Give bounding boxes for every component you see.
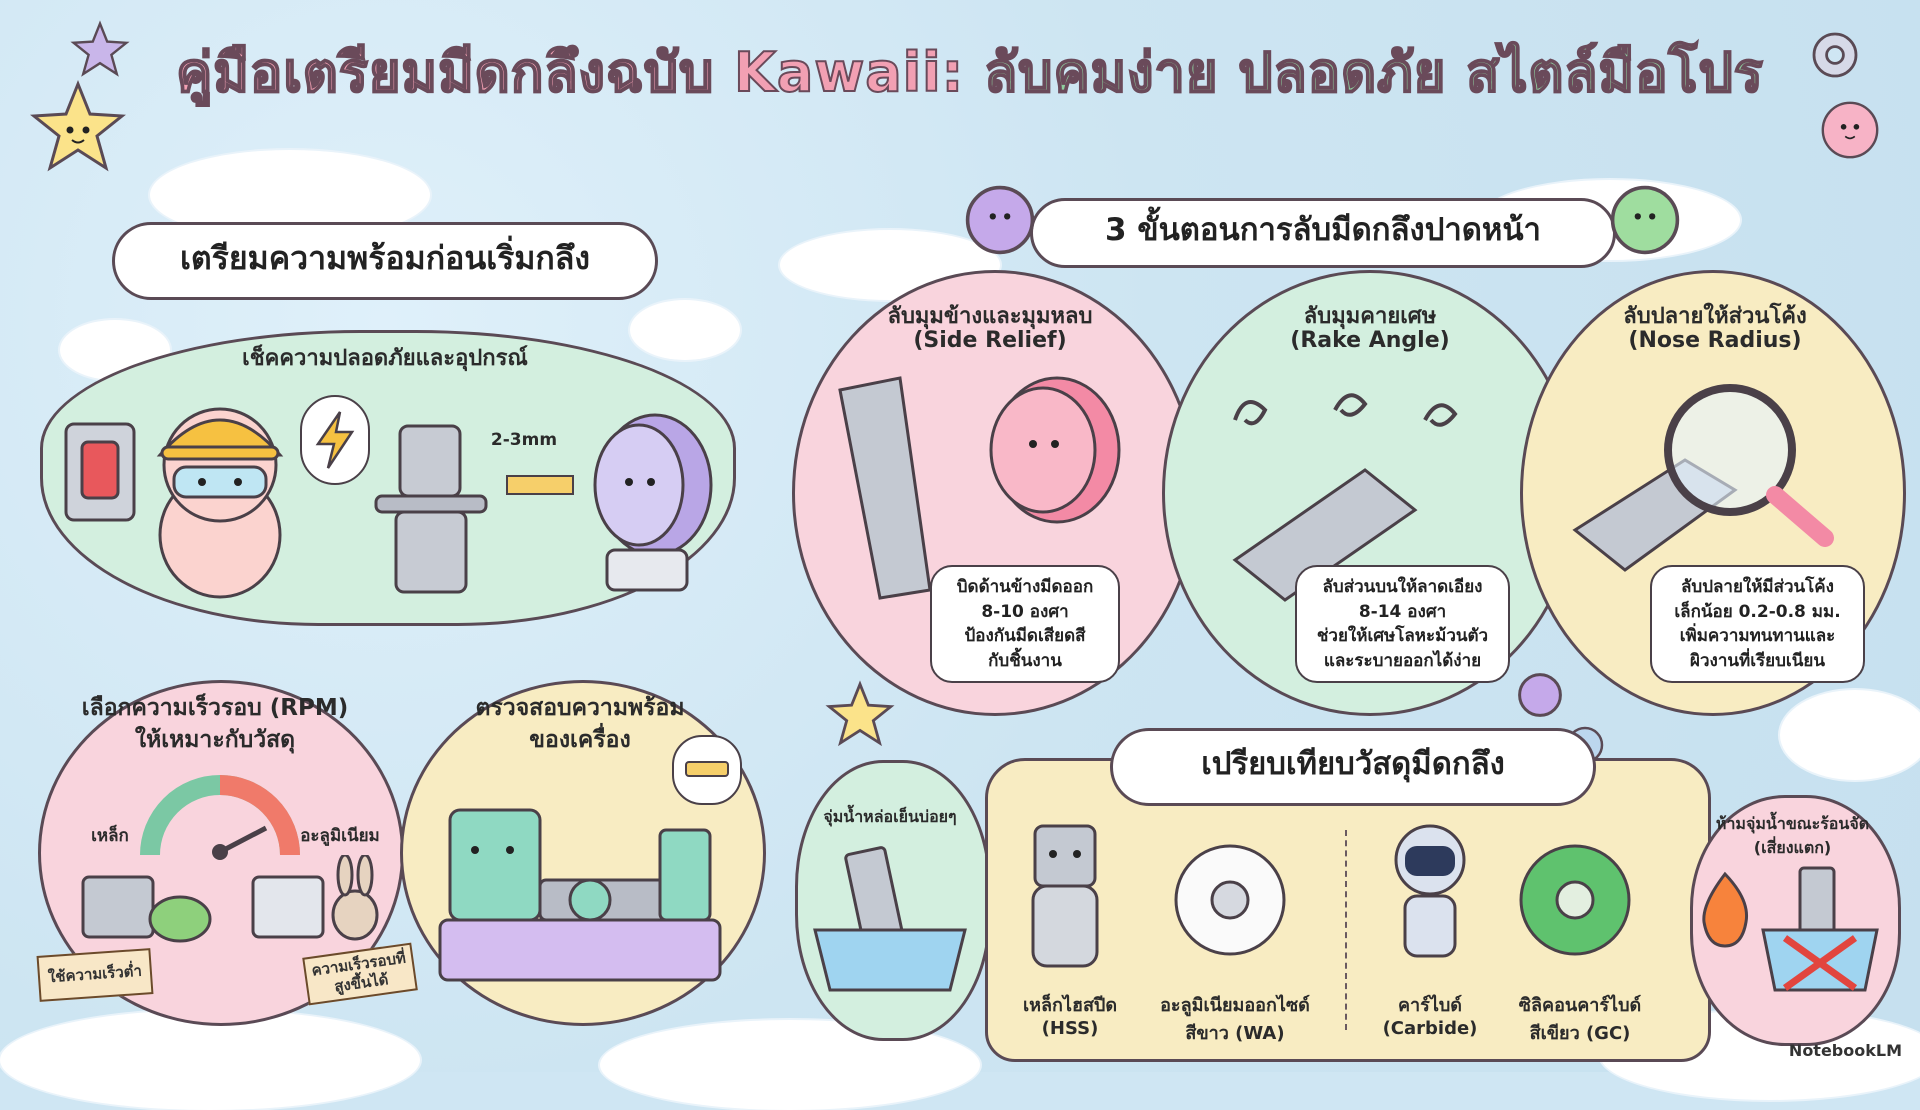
step3-desc-line: เพิ่มความทนทานและ — [1679, 626, 1836, 647]
hss-tool-character-icon — [1031, 824, 1099, 968]
gear-icon — [965, 185, 1035, 255]
grinding-wheel-icon — [593, 413, 713, 592]
gear-icon — [1812, 32, 1858, 78]
step1-desc: บิดด้านข้างมีดออก 8-10 องศา ป้องกันมีดเส… — [930, 565, 1120, 683]
lightning-icon — [315, 411, 355, 469]
metal-chip-icon — [1233, 393, 1458, 427]
gauge-right-label: อะลูมิเนียม — [300, 826, 380, 846]
wa-wheel-icon — [1174, 844, 1286, 956]
no-water-icon — [1761, 866, 1879, 992]
rpm-heading-line2: ให้เหมาะกับวัสดุ — [134, 727, 296, 753]
step1-title-th: ลับมุมข้างและมุมหลบ — [887, 304, 1093, 329]
material-hss-code: (HSS) — [1041, 1018, 1099, 1039]
gc-wheel-icon — [1519, 844, 1631, 956]
turtle-icon — [148, 895, 212, 943]
fire-icon — [1702, 871, 1749, 948]
step1-desc-line: กับชิ้นงาน — [988, 650, 1062, 671]
aluminum-cube-icon — [251, 875, 325, 939]
rabbit-icon — [331, 855, 379, 941]
prep-heading: เตรียมความพร้อมก่อนเริ่มกลึง — [112, 222, 658, 300]
robot-icon — [1394, 824, 1466, 958]
step2-desc-line: และระบายออกได้ง่าย — [1323, 650, 1482, 671]
power-switch-icon — [64, 422, 136, 522]
material-gc-code: สีเขียว (GC) — [1529, 1023, 1631, 1044]
star-icon — [30, 79, 126, 172]
step1-desc-line: 8-10 องศา — [981, 601, 1069, 622]
gear-icon — [1610, 185, 1680, 255]
cloud-icon — [1780, 690, 1920, 780]
tool-bit-icon — [1232, 468, 1418, 602]
lathe-machine-icon — [438, 808, 722, 982]
worker-character-icon — [156, 407, 284, 599]
title-part1: คู่มือเตรียมมีดกลึงฉบับ Kawaii: — [175, 41, 965, 104]
material-carbide-name: คาร์ไบด์ — [1398, 995, 1462, 1016]
gear-icon — [1821, 101, 1879, 159]
step1-title-en: (Side Relief) — [913, 328, 1067, 353]
compare-heading: เปรียบเทียบวัสดุมีดกลึง — [1110, 728, 1596, 806]
step2-desc: ลับส่วนบนให้ลาดเอียง 8-14 องศา ช่วยให้เศ… — [1295, 565, 1510, 683]
step3-title-en: (Nose Radius) — [1628, 328, 1802, 353]
spirit-level-icon — [685, 761, 729, 777]
cloud-icon — [630, 300, 740, 360]
material-carbide-code: (Carbide) — [1382, 1018, 1478, 1039]
step1-desc-line: บิดด้านข้างมีดออก — [956, 577, 1094, 597]
step2-desc-line: ลับส่วนบนให้ลาดเอียง — [1322, 577, 1483, 597]
gauge-left-label: เหล็ก — [91, 826, 129, 846]
step3-desc-line: ลับปลายให้มีส่วนโค้ง — [1681, 577, 1834, 597]
tool-holder-icon — [374, 424, 488, 594]
step3-desc: ลับปลายให้มีส่วนโค้ง เล็กน้อย 0.2-0.8 มม… — [1650, 565, 1865, 683]
grinding-wheel-icon — [989, 376, 1121, 524]
compare-left-note: จุ่มน้ำหล่อเย็นบ่อยๆ — [823, 807, 957, 826]
material-wa-code: สีขาว (WA) — [1185, 1023, 1285, 1044]
step3-desc-line: เล็กน้อย 0.2-0.8 มม. — [1674, 601, 1841, 622]
compare-right-note-line2: (เสี่ยงแตก) — [1753, 838, 1832, 857]
title-part2: ลับคมง่าย ปลอดภัย สไตล์มือโปร — [983, 41, 1764, 104]
safety-label: เช็คความปลอดภัยและอุปกรณ์ — [242, 346, 528, 371]
notebooklm-brand: NotebookLM — [1788, 1041, 1902, 1060]
compare-right-note-line1: ห้ามจุ่มน้ำขณะร้อนจัด — [1715, 814, 1870, 833]
water-bowl-icon — [813, 846, 967, 992]
step3-title-th: ลับปลายให้ส่วนโค้ง — [1623, 304, 1807, 329]
machine-heading-line2: ของเครื่อง — [529, 727, 631, 753]
speed-gauge-icon — [140, 775, 300, 860]
compare-divider — [1345, 830, 1347, 1030]
star-icon — [70, 20, 130, 77]
tool-bit-icon — [838, 376, 932, 600]
star-icon — [825, 680, 895, 747]
gear-icon — [1518, 673, 1562, 717]
magnifier-icon — [1664, 384, 1834, 547]
ruler-icon — [506, 475, 574, 495]
machine-heading-line1: ตรวจสอบความพร้อม — [475, 695, 685, 721]
step2-desc-line: ช่วยให้เศษโลหะม้วนตัว — [1316, 626, 1489, 647]
steps-heading: 3 ขั้นตอนการลับมีดกลึงปาดหน้า — [1030, 198, 1616, 268]
material-gc-name: ซิลิคอนคาร์ไบด์ — [1518, 995, 1642, 1016]
rpm-heading-line1: เลือกความเร็วรอบ (RPM) — [81, 695, 349, 721]
page-title: คู่มือเตรียมมีดกลึงฉบับ Kawaii: ลับคมง่า… — [120, 45, 1820, 101]
material-wa-name: อะลูมิเนียมออกไซด์ — [1160, 995, 1310, 1016]
step1-desc-line: ป้องกันมีดเสียดสี — [964, 626, 1086, 647]
step2-title-en: (Rake Angle) — [1290, 328, 1450, 353]
gap-label: 2-3mm — [490, 430, 558, 450]
step2-desc-line: 8-14 องศา — [1358, 601, 1447, 622]
material-hss-name: เหล็กไฮสปีด — [1022, 995, 1118, 1016]
step3-desc-line: ผิวงานที่เรียบเนียน — [1690, 650, 1825, 671]
sign-slow: ใช้ความเร็วต่ำ — [36, 948, 154, 1002]
step2-title-th: ลับมุมคายเศษ — [1303, 304, 1437, 329]
